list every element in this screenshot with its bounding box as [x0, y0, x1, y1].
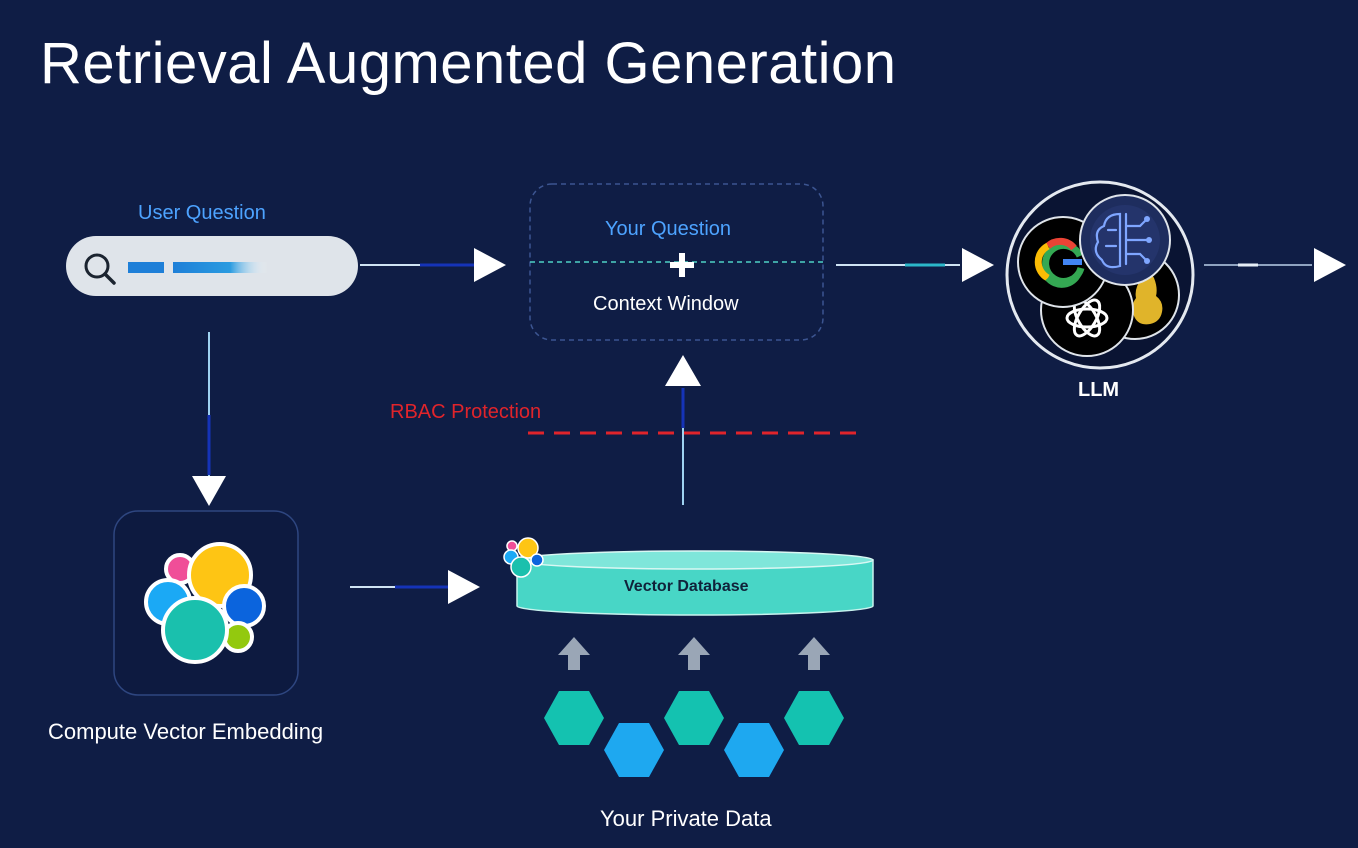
llm-cluster [1005, 180, 1195, 370]
plus-icon [670, 253, 694, 277]
search-query-bar [128, 262, 164, 273]
search-icon [84, 253, 116, 285]
data-hexagon [784, 691, 844, 745]
your-question-label: Your Question [605, 218, 732, 240]
context-window-box [529, 183, 824, 341]
brain-circuit-icon [1079, 194, 1171, 286]
private-data-label: Your Private Data [600, 806, 772, 831]
llm-label: LLM [1078, 379, 1120, 401]
context-window-label: Context Window [593, 293, 739, 315]
private-data-hexagons [544, 691, 844, 777]
search-bar[interactable] [66, 236, 358, 296]
arrow-embedding-to-db [350, 570, 480, 604]
arrow-llm-output [1204, 248, 1346, 282]
data-hexagon [604, 723, 664, 777]
search-query-bar [173, 262, 268, 273]
vector-database [503, 537, 874, 616]
arrow-db-to-context [665, 355, 701, 505]
data-hexagon [664, 691, 724, 745]
ingest-arrow [558, 637, 590, 670]
embedding-box [113, 510, 299, 696]
arrow-question-to-embedding [192, 332, 226, 506]
compute-embedding-label: Compute Vector Embedding [48, 719, 324, 744]
user-question-label: User Question [138, 202, 266, 224]
google-icon [1017, 216, 1109, 308]
vector-database-label: Vector Database [624, 578, 749, 595]
arrow-question-to-context [360, 248, 506, 282]
ingest-arrow [678, 637, 710, 670]
data-hexagon [724, 723, 784, 777]
page-title: Retrieval Augmented Generation [40, 31, 897, 96]
elastic-logo-icon [144, 542, 266, 664]
rbac-protection-label: RBAC Protection [390, 401, 542, 423]
data-hexagon [544, 691, 604, 745]
elastic-logo-icon [503, 537, 544, 578]
ingest-arrow [798, 637, 830, 670]
arrow-context-to-llm [836, 248, 994, 282]
